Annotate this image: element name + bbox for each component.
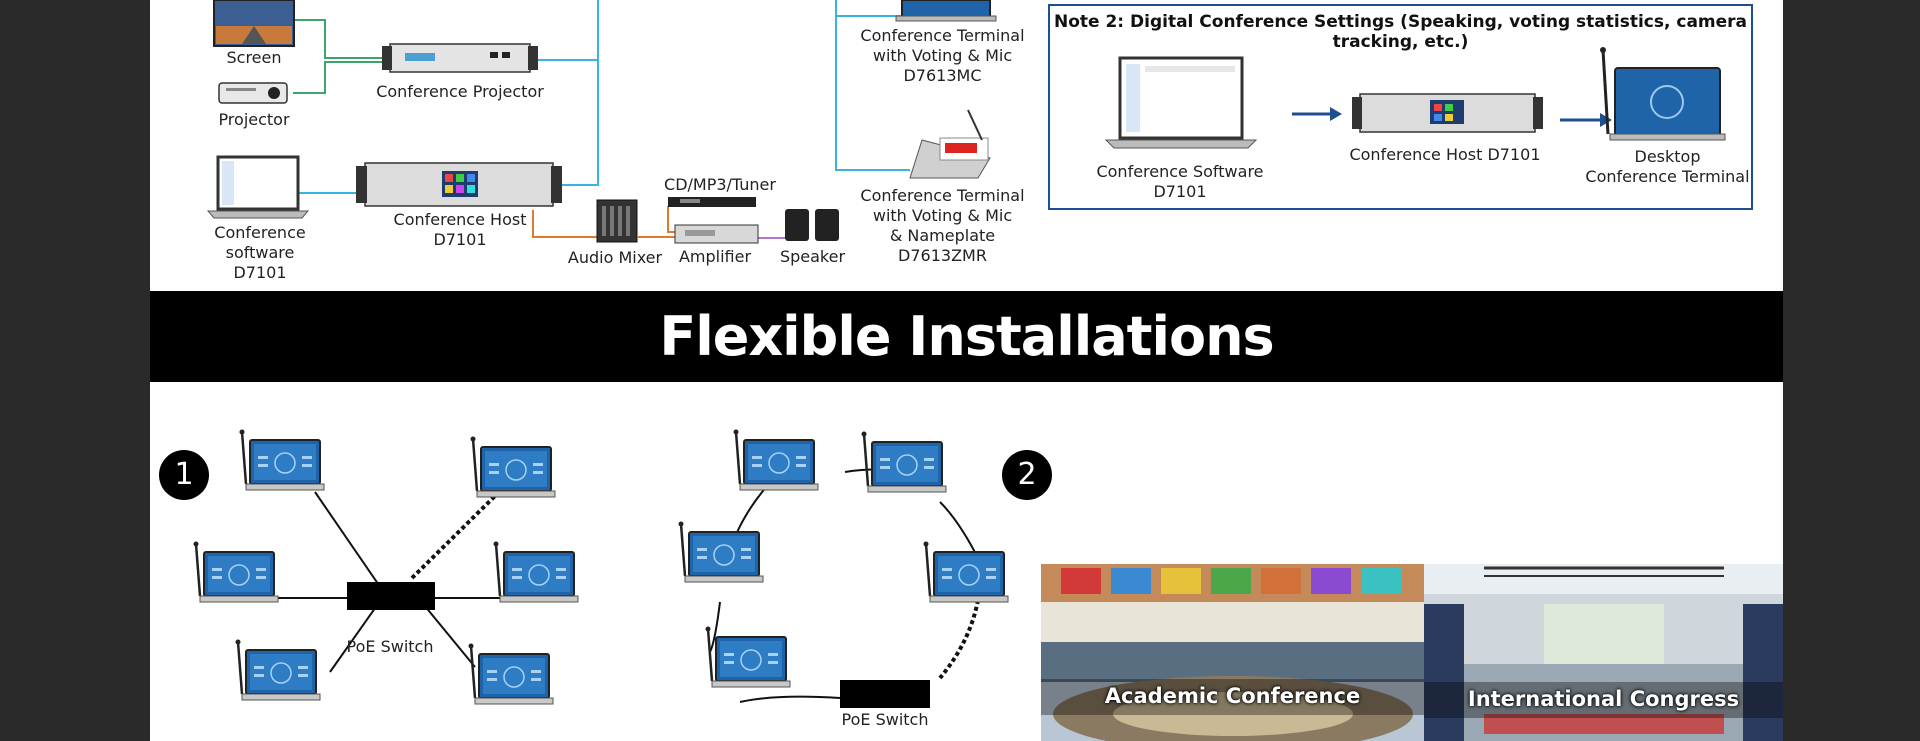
label-terminal-mc: Conference Terminal with Voting & Mic D7… [860, 26, 1025, 85]
screen-device [213, 0, 295, 47]
international-congress-illustration [1424, 564, 1783, 741]
ring-topology [677, 428, 1010, 708]
label-audio-mixer: Audio Mixer [567, 248, 663, 267]
note-diagram-svg [1104, 47, 1726, 149]
label-screen: Screen [226, 48, 282, 67]
note-label-terminal: Desktop Conference Terminal [1585, 147, 1750, 186]
star-terminal-5 [234, 638, 322, 702]
link-conference-projector-trunk [530, 0, 599, 61]
amplifier-device [674, 224, 759, 244]
audio-mixer-device [596, 199, 638, 243]
note-arrow-2 [1560, 113, 1612, 127]
link-host-mixer [532, 210, 597, 238]
ring-terminal-3 [677, 520, 765, 584]
note-title: Note 2: Digital Conference Settings (Spe… [1053, 12, 1748, 52]
link-projector-conference-projector [293, 61, 390, 94]
label-projector: Projector [218, 110, 290, 129]
star-terminal-2 [469, 435, 557, 499]
star-terminal-1 [238, 428, 326, 492]
connection-lines [293, 0, 910, 239]
star-terminal-3 [192, 540, 280, 604]
photo-caption-academic: Academic Conference [1104, 684, 1361, 708]
note-label-host: Conference Host D7101 [1349, 145, 1541, 164]
projector-device [218, 82, 288, 104]
star-poe-switch [347, 582, 435, 610]
topology-svg [192, 428, 1010, 708]
label-terminal-zmr: Conference Terminal with Voting & Mic & … [860, 186, 1025, 265]
link-screen-projector [293, 19, 390, 59]
note-label-software: Conference Software D7101 [1096, 162, 1264, 201]
label-amplifier: Amplifier [678, 247, 752, 266]
note-host [1352, 93, 1543, 133]
ring-terminal-4 [922, 540, 1010, 604]
banner-title: Flexible Installations [659, 305, 1274, 368]
link-cd-amplifier [667, 206, 675, 233]
system-diagram: Screen Projector Conference Projector Co… [150, 0, 1783, 291]
ring-poe-switch [840, 680, 930, 708]
photo-international-congress: International Congress [1424, 564, 1783, 741]
photo-caption-international: International Congress [1467, 687, 1740, 711]
link-terminal-trunk [835, 0, 910, 171]
page-canvas: Screen Projector Conference Projector Co… [150, 0, 1783, 741]
academic-conference-illustration [1041, 564, 1424, 741]
link-host-trunk [553, 0, 599, 186]
conference-projector-device [382, 43, 538, 73]
speaker-device [785, 209, 839, 241]
star-topology [192, 428, 580, 706]
system-diagram-svg [206, 0, 997, 244]
installations-section: 1 2 [150, 382, 1783, 741]
note-digital-settings: Note 2: Digital Conference Settings (Spe… [1048, 4, 1753, 210]
photo-academic-conference: Academic Conference [1041, 564, 1424, 741]
note-arrow-1 [1292, 107, 1342, 121]
star-switch-label: PoE Switch [346, 637, 434, 656]
note-terminal [1600, 47, 1726, 141]
star-terminal-6 [467, 642, 555, 706]
label-conference-software: Conference software D7101 [214, 223, 306, 282]
label-conference-host: Conference Host D7101 [393, 210, 527, 249]
cd-tuner-device [668, 197, 756, 207]
ring-terminal-5 [704, 625, 792, 689]
star-terminal-4 [492, 540, 580, 604]
terminal-mc-device [895, 0, 997, 22]
label-cd-tuner: CD/MP3/Tuner [664, 175, 776, 194]
marker-2: 2 [1002, 450, 1052, 500]
ring-terminal-2 [860, 430, 948, 494]
label-conference-projector: Conference Projector [376, 82, 544, 101]
software-laptop [206, 155, 310, 219]
ring-switch-label: PoE Switch [841, 710, 929, 729]
ring-terminal-1 [732, 428, 820, 492]
terminal-zmr-device [909, 109, 991, 179]
conference-host-device [356, 162, 562, 207]
marker-1: 1 [159, 450, 209, 500]
note-laptop [1104, 56, 1258, 149]
section-banner: Flexible Installations [150, 291, 1783, 382]
label-speaker: Speaker [779, 247, 846, 266]
